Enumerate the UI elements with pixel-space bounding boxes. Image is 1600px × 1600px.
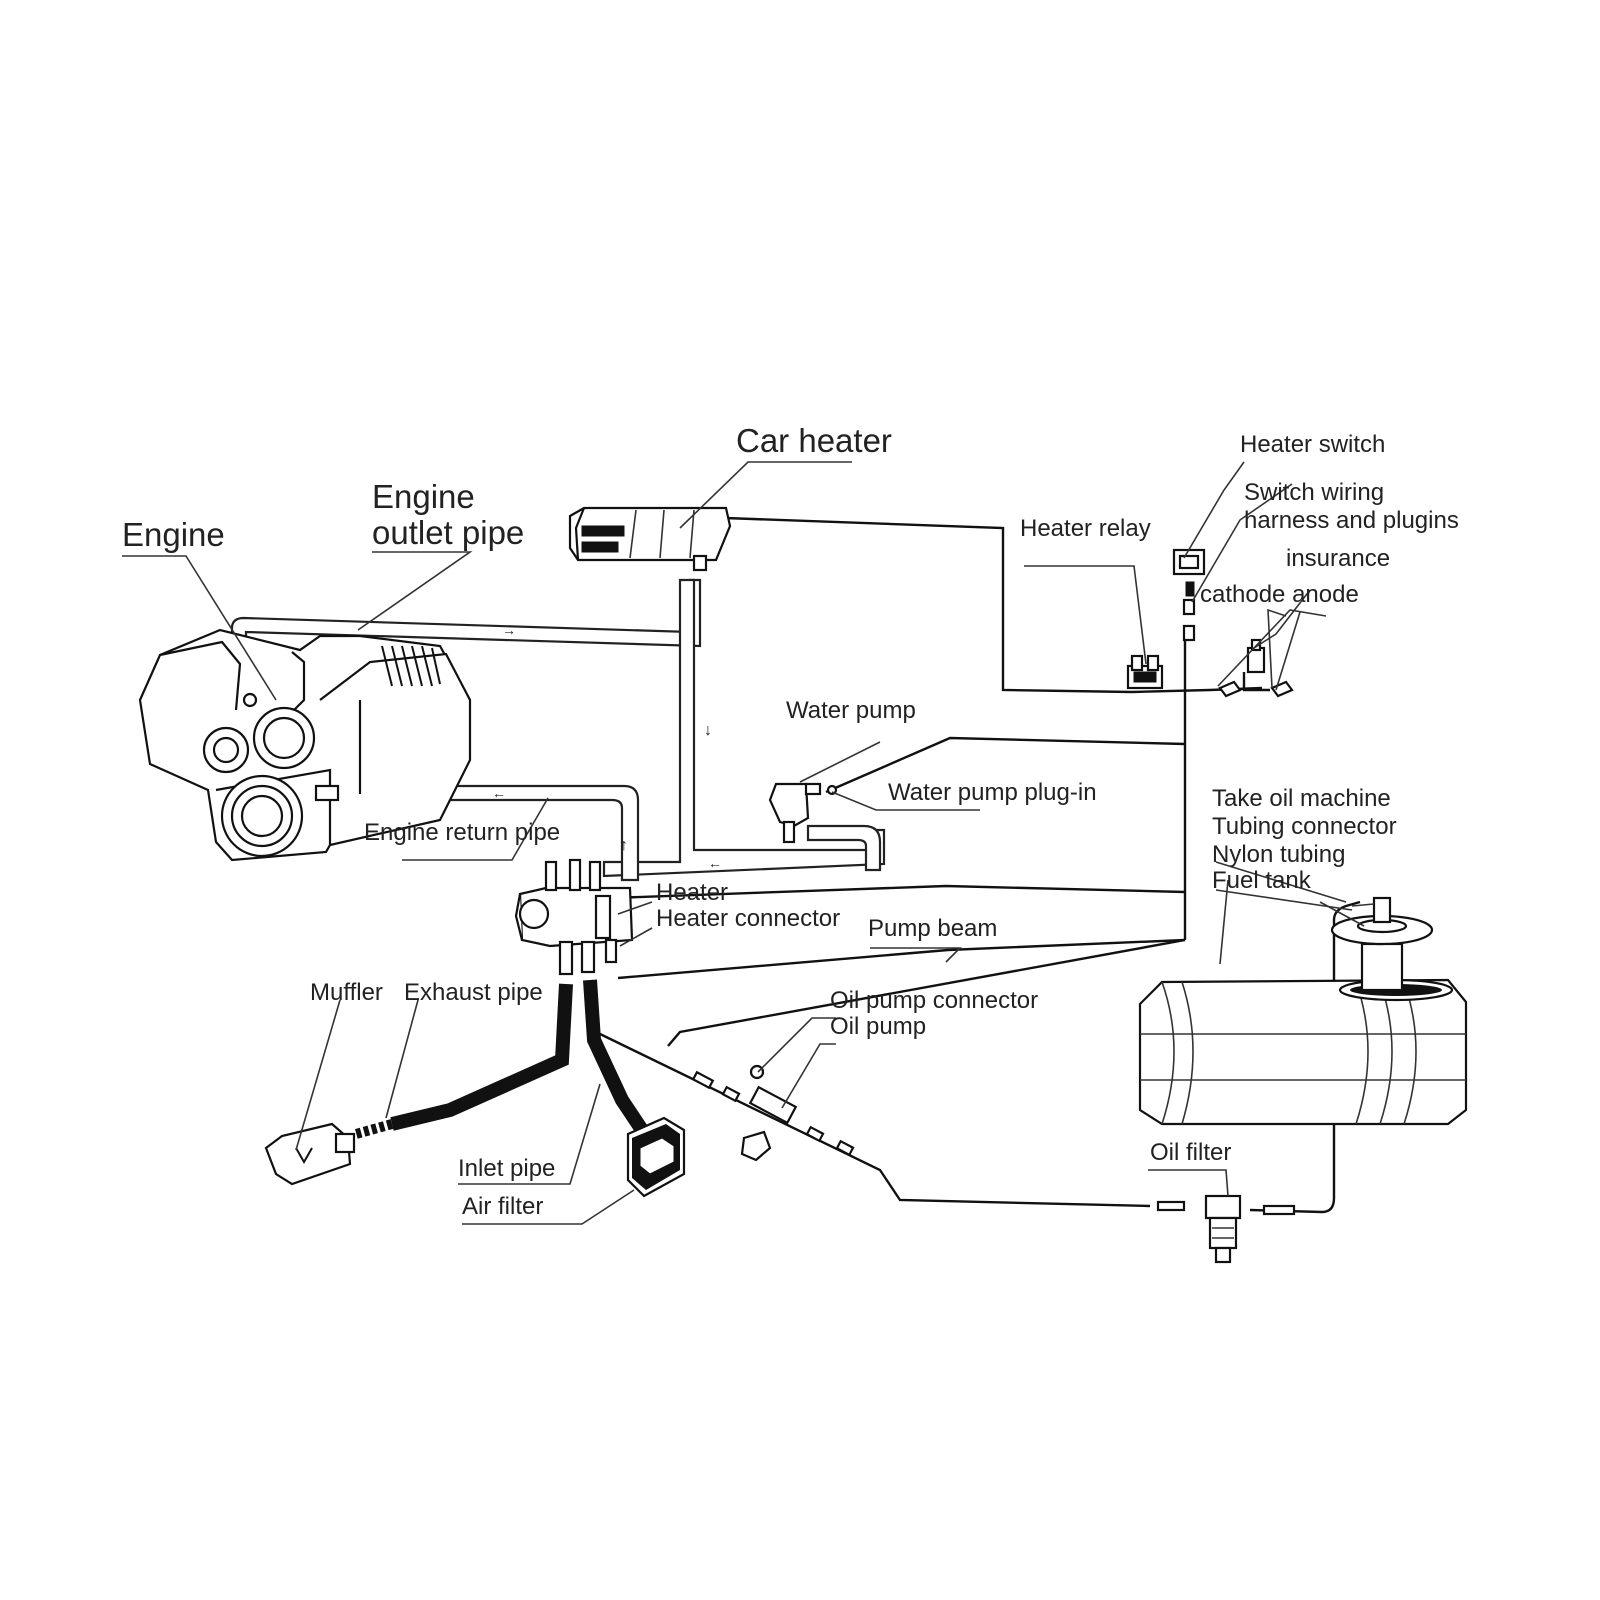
label-oil-pump: Oil pump [830,1013,926,1040]
fuel-line-connectors [691,1070,1296,1216]
label-air-filter: Air filter [462,1193,543,1220]
label-engine-return-pipe: Engine return pipe [364,819,560,846]
flow-arrow-down: ↓ [704,722,712,739]
label-engine-outlet-line1: Engine [372,478,475,515]
label-take-oil-machine: Take oil machine [1212,785,1391,812]
label-engine-outlet-line2: outlet pipe [372,514,524,551]
wire-pump-beam [617,938,1186,980]
heater-relay-part [1126,654,1164,690]
leader-lines [122,461,1365,1225]
muffler-part [264,1122,356,1186]
label-switch-wiring-line2: harness and plugins [1244,507,1459,534]
oil-pump-part [740,1064,798,1162]
label-heater: Heater [656,879,728,906]
air-filter-part [626,1116,686,1198]
label-nylon-tubing: Nylon tubing [1212,841,1345,868]
label-insurance: insurance [1286,545,1390,572]
engine-outlet-pipe [230,578,702,674]
label-car-heater: Car heater [736,422,892,459]
water-pump-part [768,782,838,844]
label-fuel-tank: Fuel tank [1212,867,1312,894]
label-switch-wiring-line1: Switch wiring [1244,479,1384,506]
label-engine: Engine [122,516,225,553]
label-cathode-anode: cathode anode [1200,581,1359,608]
heater-switch-part [1172,548,1206,642]
label-pump-beam: Pump beam [868,915,997,942]
flow-arrow-outlet: → [502,622,516,638]
flow-arrow-up: ↑ [620,837,628,854]
flow-arrow-lower: ← [708,855,722,871]
wire-heater-to-relay [724,516,1133,694]
engine-illustration [138,628,472,862]
wire-heater-main [611,884,1186,900]
exhaust-pipe-hose [354,983,573,1139]
label-inlet-pipe: Inlet pipe [458,1155,555,1182]
label-tubing-connector: Tubing connector [1212,813,1397,840]
label-exhaust-pipe: Exhaust pipe [404,979,543,1006]
heater-unit [514,858,634,976]
label-water-pump: Water pump [786,697,916,724]
flow-arrow-return: ← [492,785,506,801]
wire-oil-pump [667,938,1186,1047]
label-heater-switch: Heater switch [1240,431,1385,458]
label-heater-relay: Heater relay [1020,515,1151,542]
wire-water-pump [825,736,1186,794]
label-muffler: Muffler [310,979,383,1006]
car-heater-unit [568,506,732,572]
water-pump-loop-pipe [806,824,882,872]
car-heater-down-pipe [602,578,886,878]
fuel-line-to-filter [599,1032,1151,1208]
label-water-pump-plugin: Water pump plug-in [888,779,1097,806]
label-oil-filter: Oil filter [1150,1139,1231,1166]
oil-filter-part [1204,1194,1242,1264]
label-oil-pump-connector: Oil pump connector [830,987,1038,1014]
inlet-pipe-hose [583,979,648,1134]
fuel-tank-part [1138,896,1468,1126]
label-heater-connector: Heater connector [656,905,840,932]
